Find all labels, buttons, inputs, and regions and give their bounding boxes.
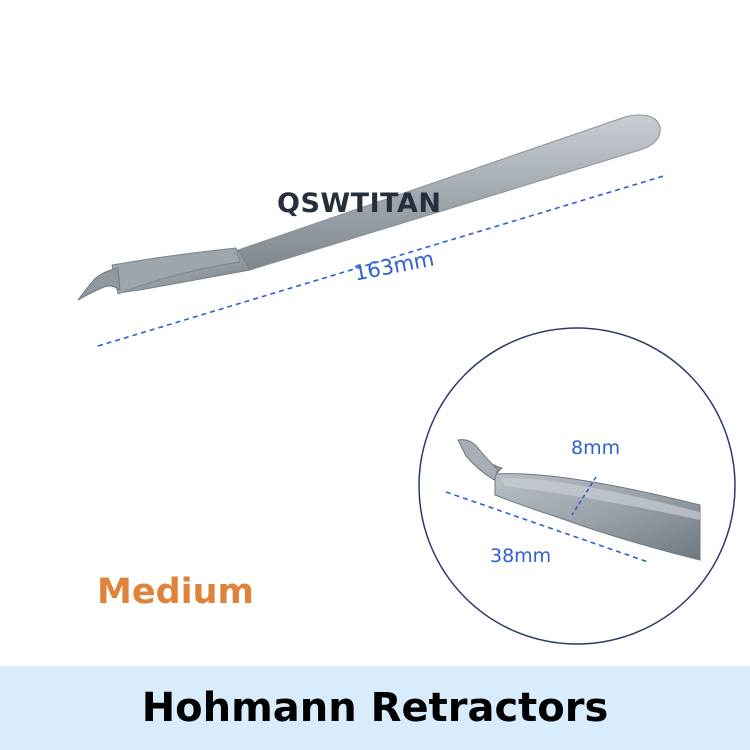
size-label: Medium — [97, 572, 255, 612]
length-dimension-line — [97, 174, 668, 347]
blade-width-label: 8mm — [571, 437, 621, 459]
retractor-instrument — [77, 114, 661, 301]
detail-zoom-circle — [418, 327, 736, 645]
product-title: Hohmann Retractors — [141, 685, 609, 731]
brand-watermark: QSWTITAN — [277, 188, 442, 219]
tip-length-label: 38mm — [490, 545, 552, 567]
title-banner: Hohmann Retractors — [0, 666, 750, 750]
